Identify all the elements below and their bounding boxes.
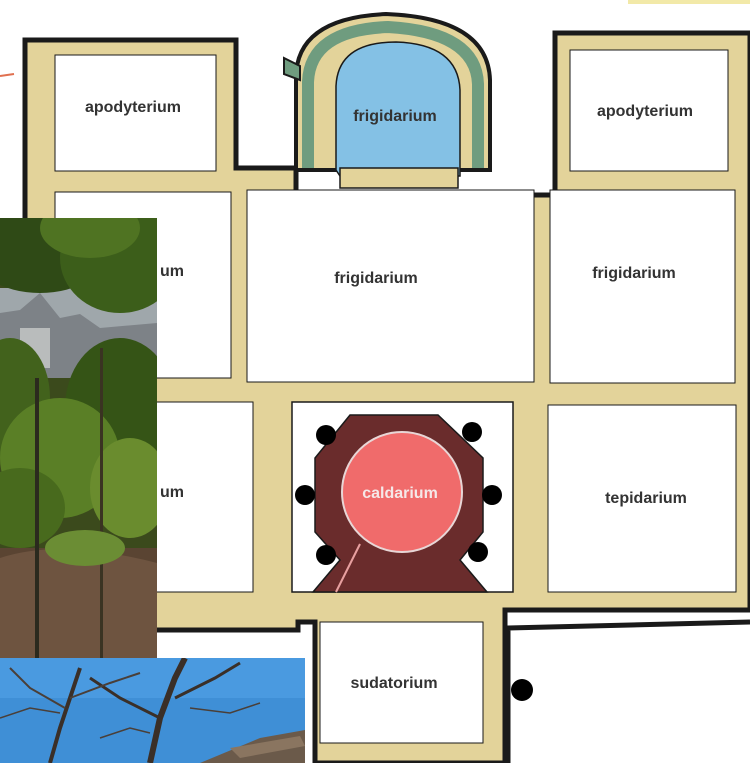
room-apodyterium-left	[54, 54, 217, 172]
edge-mark	[0, 73, 15, 77]
exterior-wall	[505, 619, 750, 763]
label-frigidarium-center: frigidarium	[334, 270, 418, 287]
column-dot	[316, 425, 336, 445]
apse	[283, 11, 492, 189]
caldarium-feature	[295, 414, 502, 593]
column-dot	[462, 422, 482, 442]
column-dot-exterior	[511, 679, 533, 701]
frigidarium-pool	[335, 41, 461, 177]
label-caldarium: caldarium	[362, 485, 438, 502]
room-frigidarium-right	[549, 189, 736, 384]
column-dot	[316, 545, 336, 565]
label-left-mid: um	[160, 263, 184, 280]
label-left-low: um	[160, 484, 184, 501]
room-frigidarium-center	[246, 189, 535, 383]
apse-spur	[283, 56, 301, 82]
room-tepidarium	[547, 404, 737, 593]
label-tepidarium: tepidarium	[605, 490, 687, 507]
garden-photo	[0, 218, 157, 658]
column-dot	[295, 485, 315, 505]
tree-sky-photo	[0, 658, 305, 763]
label-apodyterium-left: apodyterium	[85, 99, 181, 116]
caldarium-channel	[335, 543, 361, 593]
caldarium-pool	[341, 431, 463, 553]
room-sudatorium	[319, 621, 484, 744]
room-apodyterium-right	[569, 49, 729, 172]
exterior-area	[508, 625, 750, 763]
label-frigidarium-right: frigidarium	[592, 265, 676, 282]
label-apodyterium-right: apodyterium	[597, 103, 693, 120]
label-sudatorium: sudatorium	[350, 675, 437, 692]
column-dot	[468, 542, 488, 562]
label-apse-frigidarium: frigidarium	[353, 108, 437, 125]
column-dot	[482, 485, 502, 505]
